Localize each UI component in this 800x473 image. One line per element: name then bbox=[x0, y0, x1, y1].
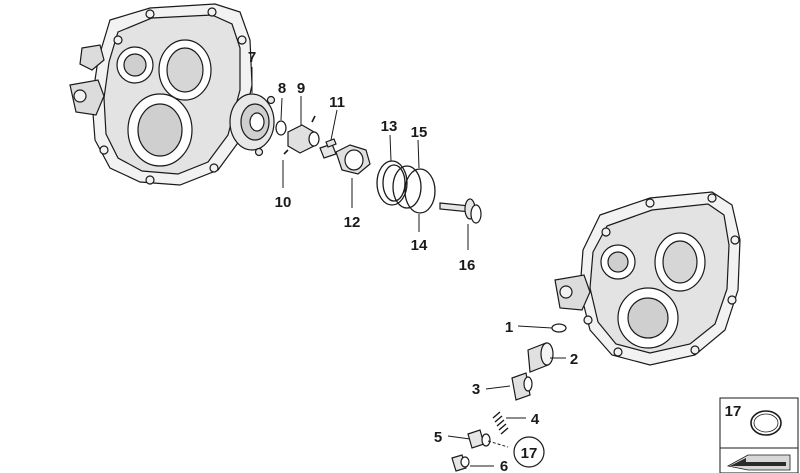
part-8-seal-ring bbox=[275, 120, 287, 136]
callout-14: 14 bbox=[411, 237, 428, 254]
part-13-o-ring bbox=[376, 160, 408, 206]
callout-7: 7 bbox=[248, 49, 256, 66]
callout-6: 6 bbox=[500, 458, 508, 473]
part-10-pin bbox=[283, 115, 316, 155]
part-16-shaft bbox=[439, 198, 482, 224]
callout-16: 16 bbox=[459, 257, 476, 274]
leader-lines bbox=[251, 67, 566, 467]
callout-10: 10 bbox=[275, 194, 292, 211]
part-7-bearing-flange bbox=[229, 93, 276, 157]
callout-17-ring bbox=[513, 436, 545, 468]
callout-2: 2 bbox=[570, 351, 578, 368]
part-12-threaded-nut bbox=[335, 144, 371, 175]
callout-13: 13 bbox=[381, 118, 398, 135]
legend-o-ring-icon bbox=[750, 410, 782, 436]
part-9-shift-sleeve bbox=[287, 124, 320, 154]
part-3-adapter bbox=[511, 372, 533, 401]
part-2-sensor-sleeve bbox=[527, 342, 554, 373]
callout-11: 11 bbox=[329, 94, 345, 111]
callout-4: 4 bbox=[531, 411, 540, 428]
part-6-screw bbox=[451, 454, 470, 472]
callout-5: 5 bbox=[434, 429, 442, 446]
callout-1: 1 bbox=[505, 319, 513, 336]
part-4-spring bbox=[492, 411, 509, 435]
callout-12: 12 bbox=[344, 214, 361, 231]
legend-label: 17 bbox=[725, 403, 742, 420]
callout-15: 15 bbox=[411, 124, 428, 141]
part-1-seal bbox=[551, 323, 567, 333]
part-5-bolt bbox=[467, 429, 491, 449]
legend-box: 17 bbox=[719, 397, 799, 473]
callout-8: 8 bbox=[278, 80, 286, 97]
part-11-key bbox=[319, 138, 337, 159]
callout-17: 17 bbox=[521, 445, 538, 462]
callout-9: 9 bbox=[297, 80, 305, 97]
housing-cover-lower bbox=[554, 191, 741, 366]
part-14-15-o-rings bbox=[392, 165, 436, 214]
legend-arrow-icon bbox=[726, 454, 791, 471]
callout-3: 3 bbox=[472, 381, 480, 398]
housing-cover-upper bbox=[69, 3, 253, 186]
